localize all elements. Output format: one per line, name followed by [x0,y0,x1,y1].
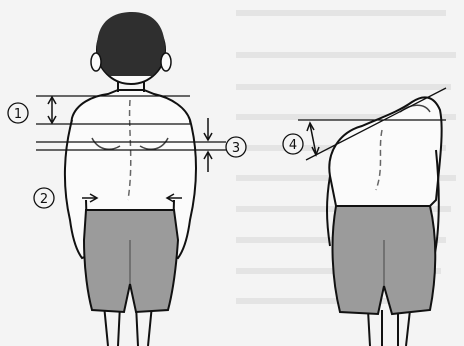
marker-1: 1 [8,103,28,123]
right-ear [161,53,171,71]
marker-3: 3 [226,137,246,157]
marker-2: 2 [34,188,54,208]
bent-back [329,97,441,206]
left-ear [91,53,101,71]
svg-text:1: 1 [14,107,22,122]
bend-left-leg [368,310,382,346]
forward-bend-figure [298,88,446,346]
hair [97,12,165,76]
svg-text:3: 3 [232,141,240,156]
bend-right-leg [398,310,410,346]
standing-back-view-figure [36,12,226,346]
svg-text:4: 4 [289,138,297,153]
marker-4: 4 [283,134,303,154]
shorts [84,210,178,312]
svg-text:2: 2 [40,192,48,207]
